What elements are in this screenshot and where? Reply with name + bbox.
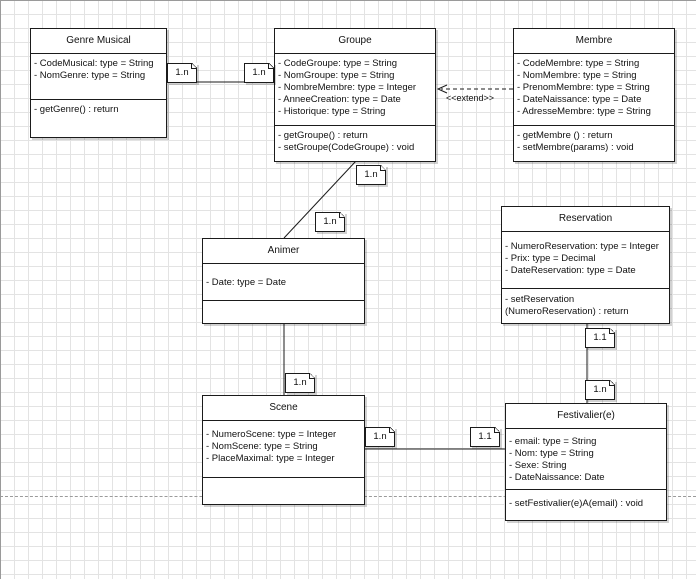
class-operations [203,478,364,485]
canvas-top-border [0,0,696,1]
attribute: - PlaceMaximal: type = Integer [206,453,335,464]
class-genre-musical[interactable]: Genre Musical - CodeMusical: type = Stri… [30,28,167,138]
operation: - getGroupe() : return [278,130,368,141]
class-attributes: - NumeroScene: type = Integer - NomScene… [203,421,364,478]
class-operations: - getGroupe() : return - setGroupe(CodeG… [275,126,435,157]
extend-arrowhead [436,84,448,94]
multiplicity-note: 1.n [365,427,395,447]
class-festivalier[interactable]: Festivalier(e) - email: type = String - … [505,403,667,521]
attribute: - Nom: type = String [509,448,594,459]
class-name: Genre Musical [31,29,166,54]
attribute: - DateNaissance: Date [509,472,605,483]
class-membre[interactable]: Membre - CodeMembre: type = String - Nom… [513,28,675,162]
class-operations: - setReservation (NumeroReservation) : r… [502,289,669,321]
class-attributes: - email: type = String - Nom: type = Str… [506,429,666,490]
class-name: Scene [203,396,364,421]
attribute: - CodeGroupe: type = String [278,58,398,69]
multiplicity-note: 1.n [244,63,274,83]
class-operations: - setFestivalier(e)A(email) : void [506,490,666,513]
attribute: - Sexe: String [509,460,567,471]
operation: - setFestivalier(e)A(email) : void [509,498,644,509]
class-name: Membre [514,29,674,54]
attribute: - DateReservation: type = Date [505,265,636,276]
class-name: Animer [203,239,364,264]
canvas-left-border [0,0,1,579]
operation: - getGenre() : return [34,104,119,115]
class-attributes: - CodeMusical: type = String - NomGenre:… [31,54,166,100]
attribute: - NomScene: type = String [206,441,318,452]
class-name: Groupe [275,29,435,54]
class-attributes: - CodeGroupe: type = String - NomGroupe:… [275,54,435,126]
attribute: - CodeMusical: type = String [34,58,154,69]
operation: - setReservation [505,294,575,305]
class-reservation[interactable]: Reservation - NumeroReservation: type = … [501,206,670,324]
operation: (NumeroReservation) : return [505,306,629,317]
class-groupe[interactable]: Groupe - CodeGroupe: type = String - Nom… [274,28,436,162]
multiplicity-note: 1.n [167,63,197,83]
attribute: - Date: type = Date [206,277,286,288]
class-operations: - getMembre () : return - setMembre(para… [514,126,674,157]
attribute: - NumeroReservation: type = Integer [505,241,659,252]
extend-stereotype-label: <<extend>> [446,93,495,103]
class-operations [203,301,364,308]
class-attributes: - Date: type = Date [203,264,364,301]
attribute: - AnneeCreation: type = Date [278,94,401,105]
multiplicity-note: 1.n [356,165,386,185]
class-operations: - getGenre() : return [31,100,166,119]
attribute: - Prix: type = Decimal [505,253,596,264]
attribute: - AdresseMembre: type = String [517,106,651,117]
multiplicity-note: 1.n [585,380,615,400]
attribute: - NombreMembre: type = Integer [278,82,417,93]
attribute: - CodeMembre: type = String [517,58,640,69]
multiplicity-note: 1.n [285,373,315,393]
class-attributes: - NumeroReservation: type = Integer - Pr… [502,232,669,289]
class-attributes: - CodeMembre: type = String - NomMembre:… [514,54,674,126]
multiplicity-note: 1.1 [470,427,500,447]
operation: - setGroupe(CodeGroupe) : void [278,142,415,153]
attribute: - NumeroScene: type = Integer [206,429,337,440]
class-name: Reservation [502,207,669,232]
attribute: - PrenomMembre: type = String [517,82,650,93]
class-scene[interactable]: Scene - NumeroScene: type = Integer - No… [202,395,365,505]
attribute: - email: type = String [509,436,597,447]
attribute: - Historique: type = String [278,106,386,117]
attribute: - NomGenre: type = String [34,70,146,81]
operation: - setMembre(params) : void [517,142,634,153]
attribute: - DateNaissance: type = Date [517,94,642,105]
multiplicity-note: 1.1 [585,328,615,348]
link-groupe-animer [283,160,357,239]
multiplicity-note: 1.n [315,212,345,232]
operation: - getMembre () : return [517,130,613,141]
attribute: - NomGroupe: type = String [278,70,395,81]
attribute: - NomMembre: type = String [517,70,637,81]
class-animer[interactable]: Animer - Date: type = Date [202,238,365,324]
class-name: Festivalier(e) [506,404,666,429]
